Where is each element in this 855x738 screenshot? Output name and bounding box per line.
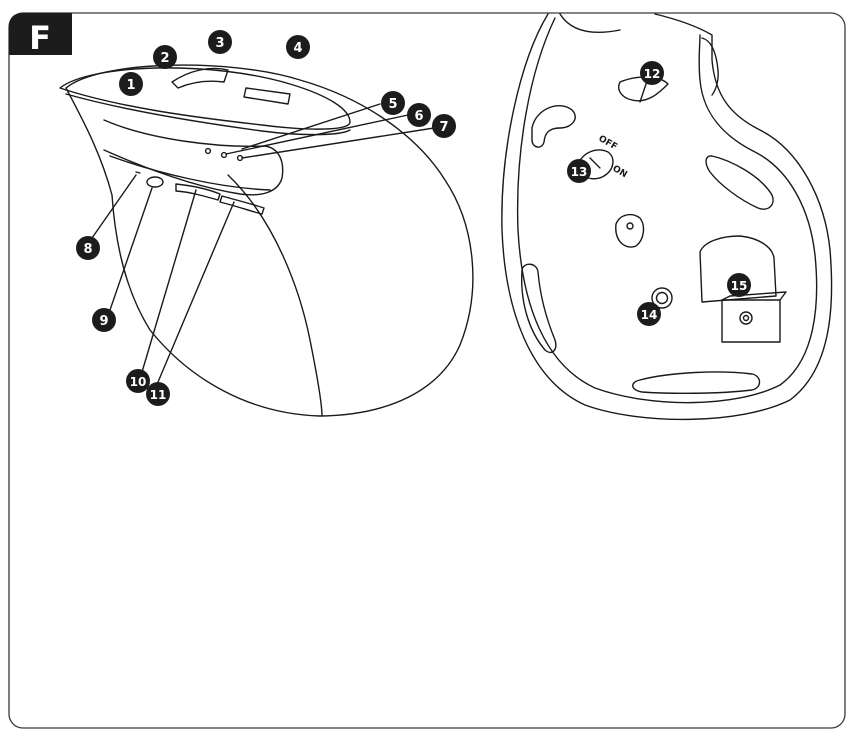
- callout-6: 6: [407, 103, 431, 127]
- callout-15: 15: [727, 273, 751, 297]
- callout-number: 8: [83, 242, 92, 257]
- optical-sensor: [615, 213, 645, 248]
- panel-border: [8, 12, 846, 729]
- oval-button: [146, 176, 164, 188]
- callout-11: 11: [146, 382, 170, 406]
- callout-number: 13: [571, 165, 588, 179]
- pinhole: [135, 171, 141, 174]
- callout-number: 2: [160, 51, 169, 66]
- callout-number: 15: [731, 279, 748, 293]
- pairing-button-inner: [655, 291, 669, 305]
- skid-pad-left: [520, 263, 557, 354]
- receiver-dongle-inner: [742, 314, 750, 322]
- leader-6: [225, 114, 409, 155]
- callout-number: 3: [215, 36, 224, 51]
- callout-badges: 1 2 3 4 5 6 7 8 9 10 11 12 13 14 15: [76, 30, 751, 406]
- shell-wing: [701, 37, 719, 96]
- mouse-body-outline: [65, 64, 474, 417]
- callout-8: 8: [76, 236, 100, 260]
- callout-10: 10: [126, 369, 150, 393]
- callout-13: 13: [567, 159, 591, 183]
- panel-badge: F: [9, 13, 72, 57]
- skid-pad-right: [705, 155, 774, 210]
- leader-7: [241, 127, 435, 159]
- receiver-slot-top: [721, 291, 787, 301]
- badge-background: [9, 13, 72, 55]
- callout-number: 4: [293, 41, 302, 56]
- pairing-button-outer: [651, 287, 673, 309]
- callout-number: 11: [150, 388, 167, 402]
- sensor-lens: [626, 222, 634, 230]
- shell-outer: [501, 13, 833, 421]
- callout-5: 5: [381, 91, 405, 115]
- skid-pad-bottom: [632, 371, 761, 394]
- callout-3: 3: [208, 30, 232, 54]
- callout-4: 4: [286, 35, 310, 59]
- led-indicator-2: [220, 151, 228, 159]
- thumb-button-front: [175, 183, 221, 201]
- receiver-dongle-outer: [739, 311, 753, 325]
- callout-number: 14: [641, 308, 658, 322]
- thumb-button-rear: [219, 195, 265, 215]
- side-button-top: [243, 87, 291, 105]
- mouse-top-edge: [65, 93, 351, 136]
- leader-10: [141, 189, 197, 373]
- leader-9: [109, 187, 153, 311]
- mouse-side-view: [59, 64, 474, 417]
- leader-11: [157, 201, 235, 383]
- callout-number: 1: [126, 78, 135, 93]
- callout-number: 7: [439, 120, 448, 135]
- mouse-lower-shell: [103, 119, 284, 196]
- callout-number: 5: [388, 97, 397, 112]
- callout-12: 12: [640, 61, 664, 85]
- shell-notch: [559, 13, 621, 33]
- receiver-slot: [721, 299, 781, 343]
- panel-letter: F: [29, 19, 51, 57]
- callout-number: 12: [644, 67, 661, 81]
- callout-1: 1: [119, 72, 143, 96]
- leader-5: [241, 103, 381, 150]
- shell-inner: [516, 17, 818, 404]
- callout-number: 9: [99, 314, 108, 329]
- callout-9: 9: [92, 308, 116, 332]
- callout-number: 6: [414, 109, 423, 124]
- callout-number: 10: [130, 375, 147, 389]
- battery-cover: [699, 235, 777, 303]
- mouse-bottom-view: [501, 13, 833, 421]
- callout-7: 7: [432, 114, 456, 138]
- callout-2: 2: [153, 45, 177, 69]
- leader-8: [91, 174, 137, 239]
- scroll-wheel: [171, 67, 229, 89]
- mouse-base-line: [109, 155, 271, 191]
- led-indicator-1: [204, 147, 212, 155]
- power-switch-slider: [589, 157, 601, 169]
- skid-pad-top-left: [531, 105, 576, 148]
- callout-14: 14: [637, 302, 661, 326]
